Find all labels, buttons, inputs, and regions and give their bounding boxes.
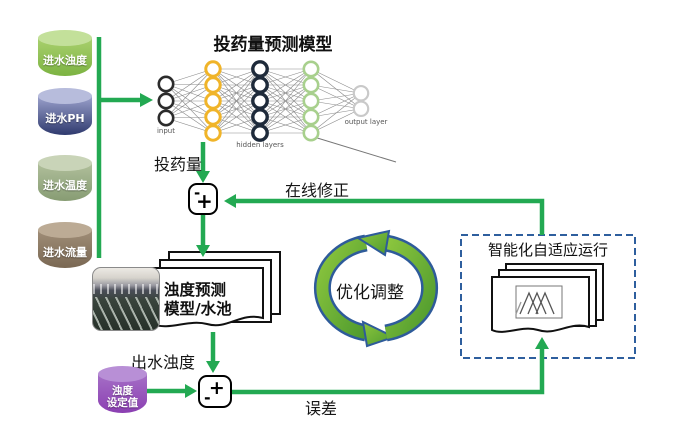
nn-node-hidden1: [204, 124, 222, 142]
junction1-to-model-arrowhead: [196, 245, 210, 257]
nn-hidden-label: hidden layers: [236, 141, 284, 149]
nn-node-hidden2: [251, 60, 269, 78]
nn-node-output: [352, 100, 370, 118]
nn-edge: [259, 84, 312, 134]
photo-detail: [93, 296, 159, 330]
minus-sign: -: [194, 184, 201, 202]
cylinder-body: 进水浊度: [38, 38, 92, 76]
cylinder-label: 浊度设定值: [106, 384, 139, 409]
nn-output-label: output layer: [344, 118, 388, 126]
bus-to-nn-arrowhead: [140, 93, 153, 107]
nn-edge: [310, 108, 362, 134]
nn-node-input: [157, 75, 175, 93]
cylinder-label: 进水流量: [43, 245, 87, 259]
nn-edge: [259, 68, 312, 102]
optimization-label: 优化调整: [336, 283, 404, 303]
model-document-stack: [151, 251, 281, 328]
fuzzy-membership-icon: [515, 285, 563, 319]
adaptive-box-border: [460, 234, 636, 359]
cylinder-label: 进水浊度: [43, 53, 87, 67]
nn-node-hidden1: [204, 60, 222, 78]
nn-edge: [212, 68, 261, 134]
nn-edge: [310, 93, 362, 134]
nn-node-hidden3: [302, 76, 320, 94]
nn-edge: [165, 83, 214, 134]
adaptive-box-title: 智能化自适应运行: [487, 241, 608, 259]
nn-node-hidden1: [204, 92, 222, 110]
nn-node-hidden1: [204, 108, 222, 126]
nn-edge: [165, 68, 214, 119]
nn-edge: [165, 83, 214, 118]
nn-title: 投药量预测模型: [213, 35, 333, 55]
treatment-plant-photo: [92, 267, 160, 331]
error-label: 误差: [305, 399, 338, 418]
online-correction-label: 在线修正: [285, 181, 350, 200]
nn-edge: [212, 100, 261, 134]
nn-node-hidden1: [204, 76, 222, 94]
model-stack-label: 浊度预测模型/水池: [164, 281, 232, 318]
cylinder-top: [38, 222, 92, 238]
plus-sign: +: [195, 189, 213, 214]
cylinder-influent-turbidity: 进水浊度: [38, 30, 92, 76]
nn-edge: [212, 68, 261, 102]
cylinder-influent-temperature: 进水温度: [38, 155, 92, 201]
effluent-turbidity-label: 出水浊度: [131, 353, 196, 372]
nn-node-hidden2: [251, 76, 269, 94]
summing-junction-error: + -: [198, 375, 232, 408]
cylinder-influent-flow: 进水流量: [38, 222, 92, 268]
dose-label: 投药量: [153, 155, 202, 174]
nn-edge: [310, 68, 362, 94]
nn-edge: [310, 92, 362, 118]
nn-edge: [212, 68, 261, 118]
nn-edge: [165, 84, 214, 119]
nn-edge: [165, 100, 214, 134]
cylinder-turbidity-setpoint: 浊度设定值: [98, 366, 147, 413]
cylinder-body: 进水PH: [38, 96, 92, 135]
nn-node-hidden3: [302, 108, 320, 126]
nn-edge: [259, 68, 312, 118]
nn-node-hidden2: [251, 92, 269, 110]
nn-edge: [259, 116, 312, 134]
nn-annotation-line: [313, 136, 397, 163]
nn-edge: [259, 100, 312, 134]
photo-detail: [93, 284, 159, 295]
setpoint-to-junction2-arrowhead: [185, 384, 197, 398]
nn-node-input: [157, 109, 175, 127]
nn-node-hidden2: [251, 108, 269, 126]
cylinder-top: [38, 30, 92, 46]
nn-edge: [259, 68, 312, 86]
online-correction-arrowhead: [224, 194, 236, 208]
error-feedback-line: [230, 349, 545, 395]
minus-sign: -: [204, 388, 211, 407]
flow-connectors: [96, 37, 549, 398]
cylinder-label: 进水PH: [45, 112, 85, 125]
nn-node-hidden2: [251, 124, 269, 142]
nn-edge: [259, 68, 312, 134]
optimization-cycle-icon: [313, 229, 439, 348]
online-correction-line: [236, 198, 545, 235]
nn-input-label: input: [156, 127, 175, 135]
cylinder-top: [38, 155, 92, 171]
nn-edge: [165, 68, 214, 102]
nn-edge: [212, 84, 261, 134]
nn-to-junction1-arrowhead: [196, 171, 210, 183]
plus-sign: +: [208, 377, 225, 399]
error-feedback-arrowhead: [535, 337, 549, 349]
cylinder-top: [98, 366, 147, 382]
nn-node-input: [157, 92, 175, 110]
cylinder-top: [38, 88, 92, 104]
model-to-junction2-arrowhead: [206, 361, 220, 373]
nn-node-hidden3: [302, 124, 320, 142]
cylinder-body: 进水流量: [38, 230, 92, 268]
cylinder-label: 进水温度: [43, 178, 87, 192]
neural-network: [157, 60, 370, 142]
nn-node-output: [352, 84, 370, 102]
nn-node-hidden3: [302, 60, 320, 78]
cylinder-influent-ph: 进水PH: [38, 88, 92, 135]
nn-node-hidden3: [302, 92, 320, 110]
summing-junction-dose: - +: [188, 183, 218, 215]
